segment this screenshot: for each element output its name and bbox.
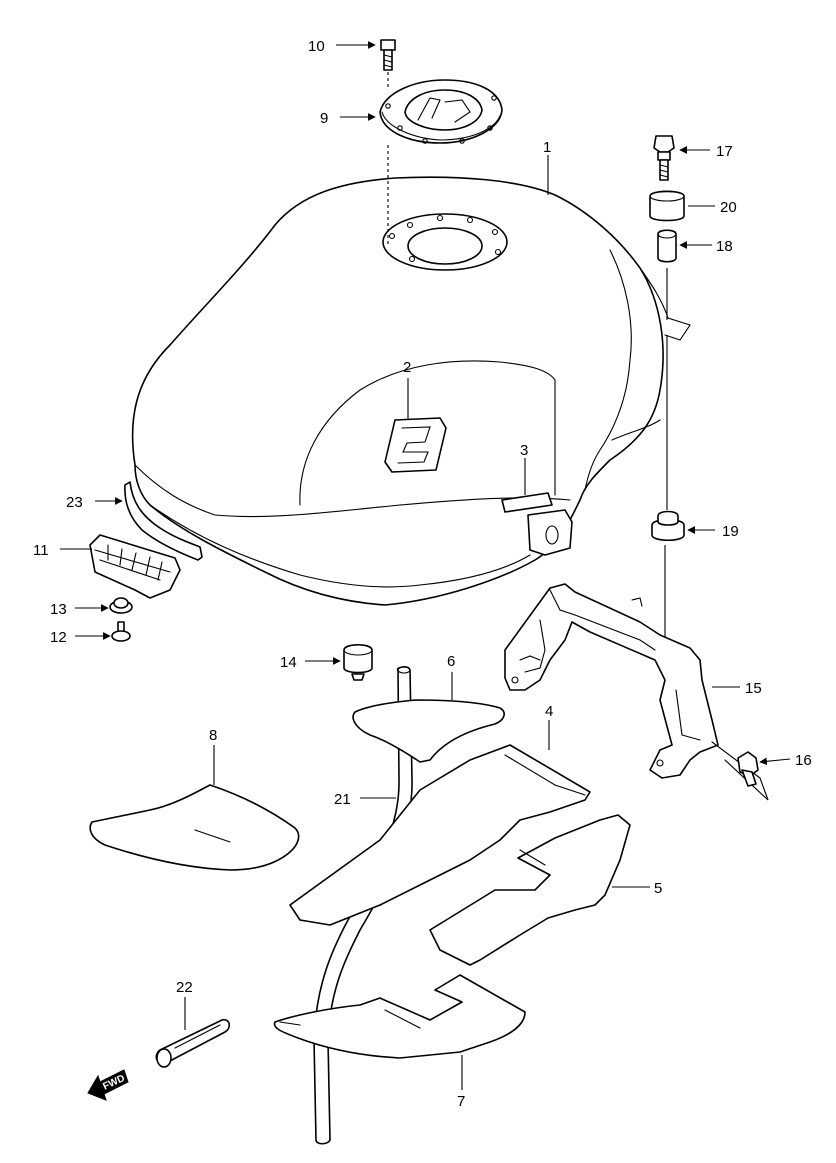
- callout-20: 20: [720, 199, 737, 216]
- callout-22: 22: [176, 979, 193, 996]
- washer-13: [109, 597, 133, 614]
- callout-labels: 1 2 3 4 5 6 7 8 9 10 11 12 13 14 15 16 1…: [33, 38, 812, 1110]
- tank-tape: [501, 492, 553, 513]
- callout-4: 4: [545, 703, 553, 720]
- pad-6: [352, 699, 505, 763]
- damper-14: [343, 643, 373, 681]
- fuel-tank: [131, 176, 691, 606]
- callout-16: 16: [795, 752, 812, 769]
- callout-8: 8: [209, 727, 217, 744]
- callout-2: 2: [403, 359, 411, 376]
- callout-18: 18: [716, 238, 733, 255]
- grommet-19: [651, 510, 685, 542]
- fuel-cap: [379, 79, 503, 144]
- callout-15: 15: [745, 680, 762, 697]
- callout-19: 19: [722, 523, 739, 540]
- tank-bracket: [504, 583, 769, 801]
- callout-6: 6: [447, 653, 455, 670]
- callout-23: 23: [66, 494, 83, 511]
- forward-arrow-icon: FWD: [87, 1069, 129, 1101]
- callout-7: 7: [457, 1093, 465, 1110]
- spacer-18: [657, 229, 677, 263]
- forward-arrow-label: FWD: [101, 1073, 126, 1093]
- callout-21: 21: [334, 791, 351, 808]
- leader-lines: [60, 41, 791, 1090]
- pad-8: [89, 784, 300, 871]
- bolt-16: [737, 751, 759, 787]
- tank-emblem: [384, 417, 447, 473]
- plate-5: [429, 814, 631, 966]
- callout-9: 9: [320, 110, 328, 127]
- plate-4: [289, 744, 591, 926]
- callout-1: 1: [543, 139, 551, 156]
- bolt-17: [653, 135, 675, 181]
- cap-bolt: [380, 39, 396, 71]
- plate-7: [273, 974, 526, 1059]
- callout-17: 17: [716, 143, 733, 160]
- callout-12: 12: [50, 629, 67, 646]
- callout-13: 13: [50, 601, 67, 618]
- callout-11: 11: [33, 542, 49, 559]
- callout-3: 3: [520, 442, 528, 459]
- collar-20: [649, 190, 685, 222]
- callout-10: 10: [308, 38, 325, 55]
- callout-14: 14: [280, 654, 297, 671]
- screw-12: [111, 621, 131, 642]
- clamp-22: [155, 1018, 231, 1068]
- cushion-11: [89, 534, 181, 599]
- callout-5: 5: [654, 880, 662, 897]
- rubber-strip-23: [124, 481, 203, 561]
